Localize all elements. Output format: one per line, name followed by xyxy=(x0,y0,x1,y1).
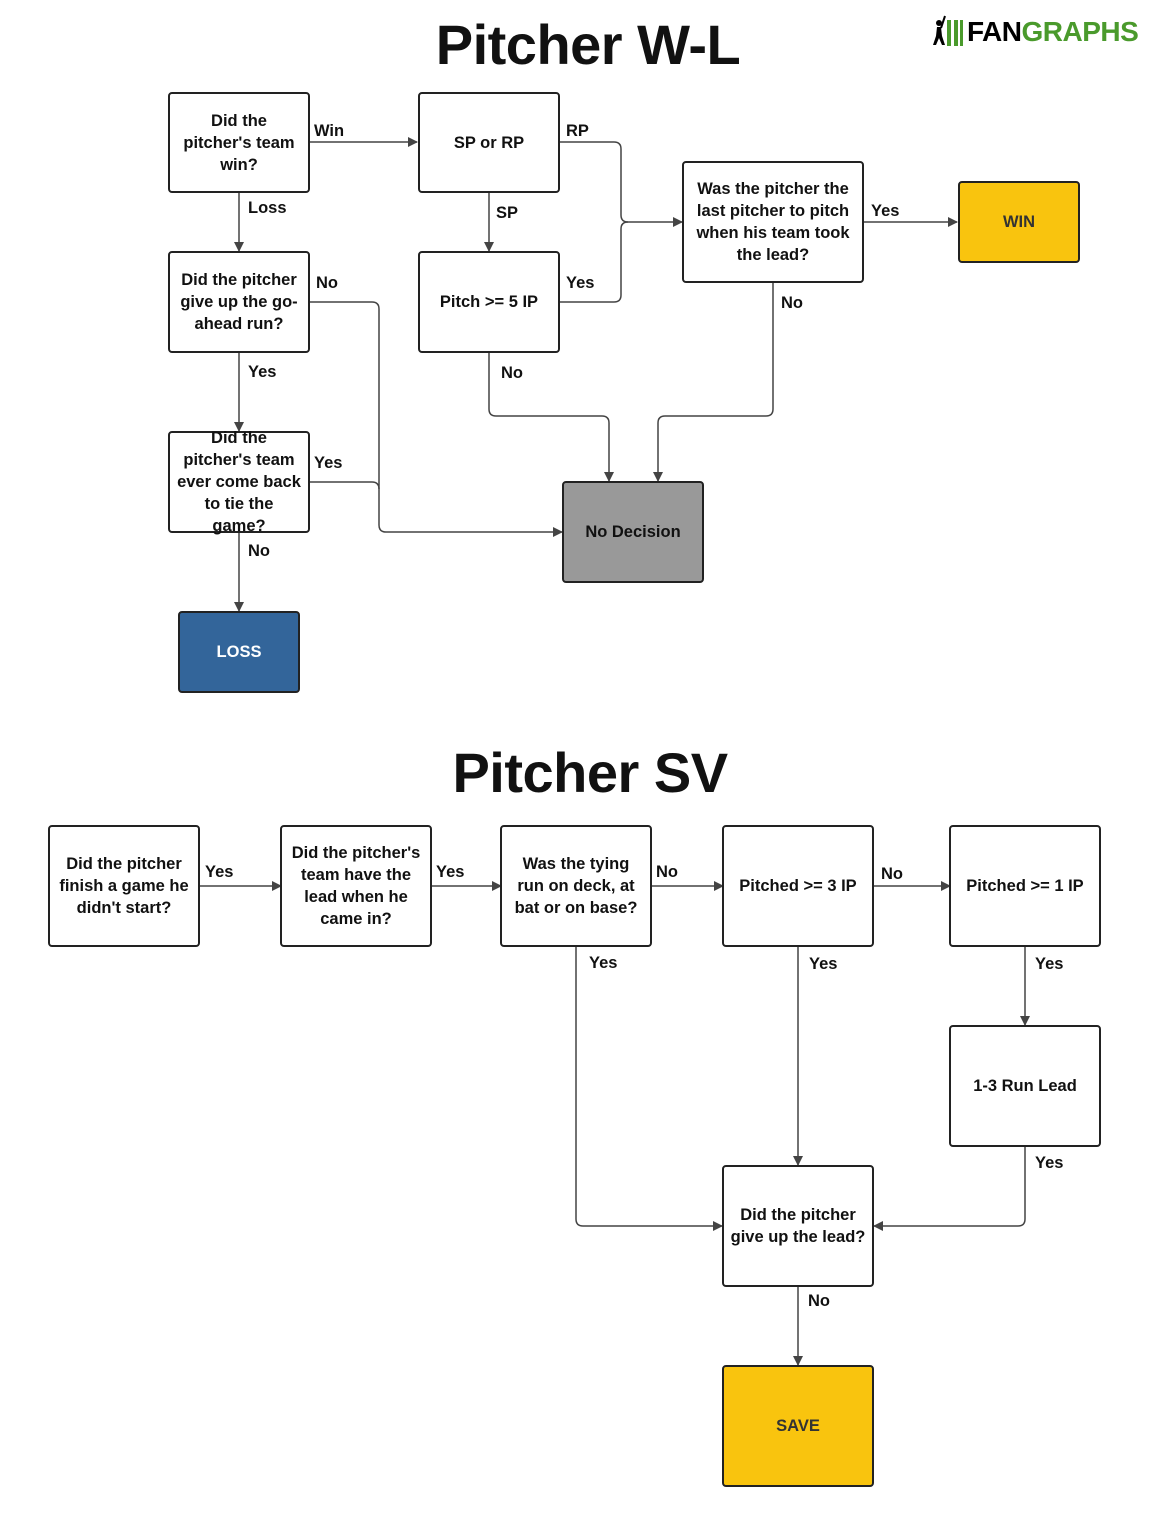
node-tying: Was the tying run on deck, at bat or on … xyxy=(500,825,652,947)
edge-yes-tying xyxy=(575,946,723,1231)
label-yes-5ip: Yes xyxy=(566,274,595,292)
label-no-give-up: No xyxy=(808,1292,830,1310)
logo-text-graphs: GRAPHS xyxy=(1021,16,1139,47)
node-pitch-5ip: Pitch >= 5 IP xyxy=(418,251,560,353)
label-no-go-ahead: No xyxy=(316,274,338,292)
node-loss: LOSS xyxy=(178,611,300,693)
label-no-come-back: No xyxy=(248,542,270,560)
label-sp: SP xyxy=(496,204,519,222)
label-loss: Loss xyxy=(248,199,287,217)
edge-no-go-ahead xyxy=(309,301,563,537)
label-no1: No xyxy=(656,863,678,881)
label-yes1: Yes xyxy=(205,863,234,881)
label-no-5ip: No xyxy=(501,364,523,382)
label-yes-run-lead: Yes xyxy=(1035,1154,1064,1172)
label-yes-go-ahead: Yes xyxy=(248,363,277,381)
label-yes-last: Yes xyxy=(871,202,900,220)
label-yes-3ip: Yes xyxy=(809,955,838,973)
node-give-up: Did the pitcher give up the lead? xyxy=(722,1165,874,1287)
node-pitched-1ip: Pitched >= 1 IP xyxy=(949,825,1101,947)
edge-yes-come-back xyxy=(309,481,380,490)
label-win: Win xyxy=(314,122,345,140)
label-no-last: No xyxy=(781,294,803,312)
label-yes-come-back: Yes xyxy=(314,454,343,472)
node-win: WIN xyxy=(958,181,1080,263)
node-sp-or-rp: SP or RP xyxy=(418,92,560,193)
node-save: SAVE xyxy=(722,1365,874,1487)
edge-rp xyxy=(559,141,683,227)
node-pitched-3ip: Pitched >= 3 IP xyxy=(722,825,874,947)
edge-yes-run-lead xyxy=(873,1146,1026,1231)
label-yes2: Yes xyxy=(436,863,465,881)
label-rp: RP xyxy=(566,122,589,140)
logo-text-fan: FAN xyxy=(967,16,1022,47)
node-go-ahead: Did the pitcher give up the go-ahead run… xyxy=(168,251,310,353)
label-yes-tying: Yes xyxy=(589,954,618,972)
node-come-back: Did the pitcher's team ever come back to… xyxy=(168,429,310,535)
sv-title: Pitcher SV xyxy=(452,741,728,804)
node-team-win: Did the pitcher's team win? xyxy=(168,92,310,193)
label-no2: No xyxy=(881,865,903,883)
label-yes-1ip: Yes xyxy=(1035,955,1064,973)
edge-no-last xyxy=(653,282,774,482)
edge-yes-5ip xyxy=(559,221,629,303)
node-finish: Did the pitcher finish a game he didn't … xyxy=(48,825,200,947)
node-lead: Did the pitcher's team have the lead whe… xyxy=(280,825,432,947)
node-no-decision: No Decision xyxy=(562,481,704,583)
node-last-pitcher: Was the pitcher the last pitcher to pitc… xyxy=(682,161,864,283)
wl-title: Pitcher W-L xyxy=(435,13,741,76)
edge-no-5ip xyxy=(488,352,614,482)
fangraphs-batter-icon xyxy=(933,15,963,46)
node-run-lead: 1-3 Run Lead xyxy=(949,1025,1101,1147)
